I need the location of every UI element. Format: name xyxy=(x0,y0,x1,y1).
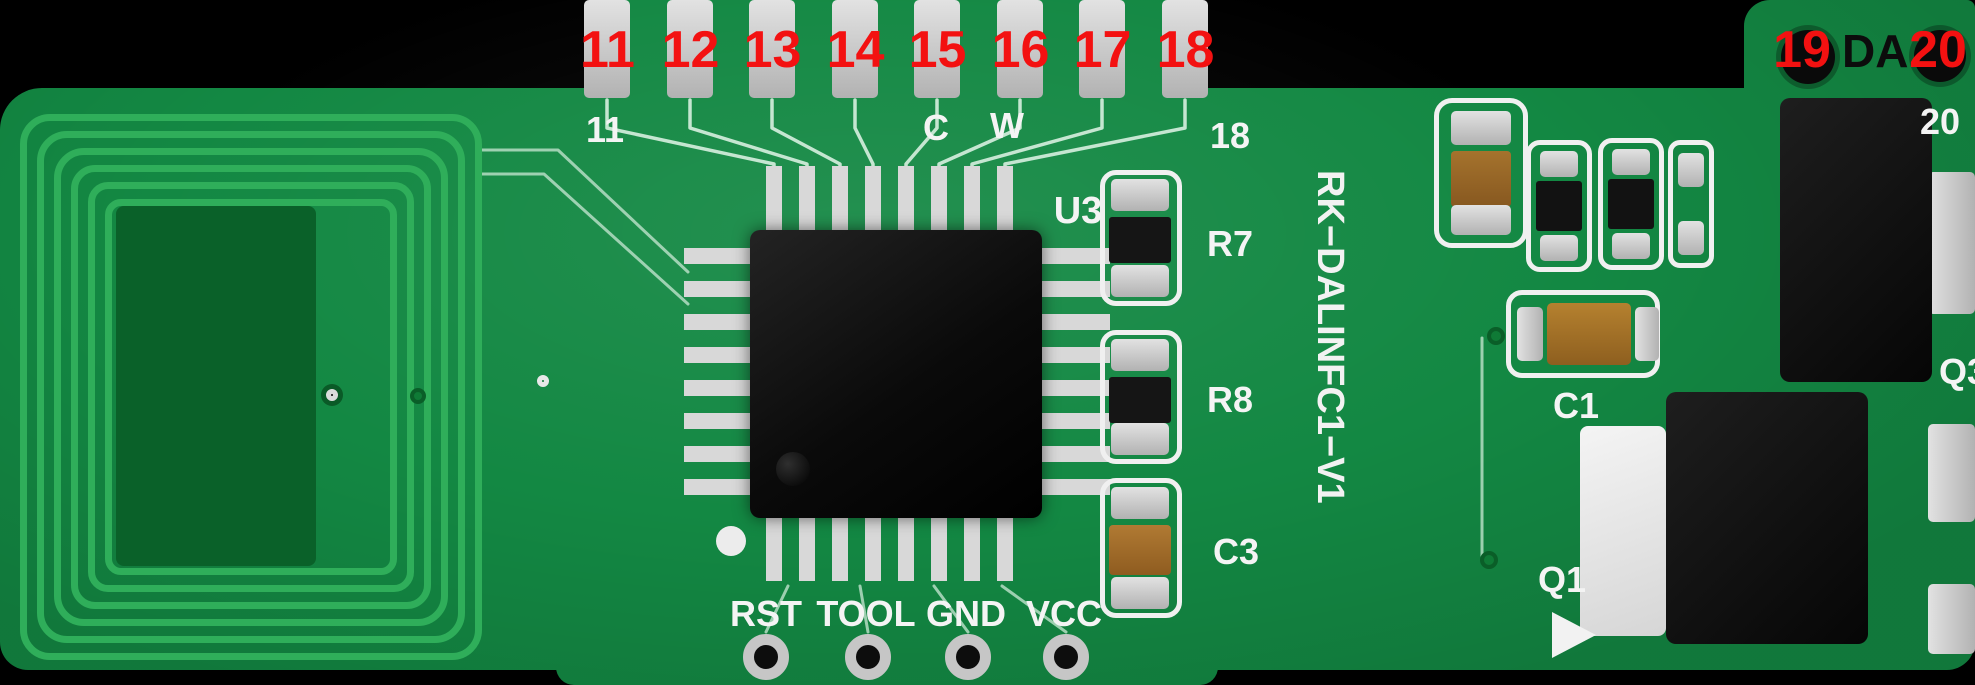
q1-lead-pad xyxy=(1928,424,1975,522)
smd-pad xyxy=(1111,423,1169,455)
smd-pad xyxy=(1111,487,1169,519)
resistor-footprint-c xyxy=(1598,138,1664,270)
smd-pad xyxy=(1635,307,1659,361)
annotation-number-15: 15 xyxy=(908,21,967,79)
annotation-number-19: 19 xyxy=(1773,21,1831,79)
annotation-number-14: 14 xyxy=(826,21,885,79)
smd-pad xyxy=(1540,151,1578,177)
resistor-r8-footprint xyxy=(1100,330,1182,464)
mounting-hole xyxy=(326,389,338,401)
transistor-q3-body xyxy=(1780,98,1932,382)
smd-pad xyxy=(1111,339,1169,371)
silkscreen-pin18: 18 xyxy=(1209,115,1251,156)
silkscreen-u3: U3 xyxy=(1053,190,1103,232)
via-white-ring xyxy=(537,375,549,387)
smd-pad xyxy=(1111,265,1169,297)
edge-pad-16 xyxy=(997,0,1043,98)
resistor-body xyxy=(1608,179,1654,229)
nfc-antenna-coil xyxy=(20,114,482,660)
silkscreen-vcc: VCC xyxy=(1025,593,1102,634)
silkscreen-r7: R7 xyxy=(1206,223,1254,264)
coil-center-pad xyxy=(116,206,316,566)
silkscreen-label-c: C xyxy=(923,107,949,148)
edge-pad-12 xyxy=(667,0,713,98)
pad-hole-rst xyxy=(743,634,789,680)
mcu-pins-left xyxy=(684,248,754,504)
smd-pad xyxy=(1111,179,1169,211)
resistor-footprint-b xyxy=(1526,140,1592,272)
spare-pads-footprint xyxy=(1668,140,1714,268)
orientation-triangle xyxy=(1552,612,1596,658)
silkscreen-pin11: 11 xyxy=(585,109,625,150)
annotation-number-11: 11 xyxy=(580,21,635,79)
resistor-body xyxy=(1109,377,1171,423)
via xyxy=(1487,327,1505,345)
via xyxy=(1480,551,1498,569)
smd-pad xyxy=(1451,205,1511,235)
capacitor-body xyxy=(1547,303,1631,365)
silkscreen-c1: C1 xyxy=(1552,385,1600,426)
coil-turn xyxy=(54,148,448,626)
resistor-body xyxy=(1109,217,1171,263)
pin1-marker-dot xyxy=(776,452,810,486)
coil-turn xyxy=(20,114,482,660)
edge-pad-11 xyxy=(584,0,630,98)
mcu-pins-top xyxy=(766,166,1028,234)
annotation-number-17: 17 xyxy=(1073,21,1132,79)
annotation-number-13: 13 xyxy=(743,21,802,79)
smd-pad xyxy=(1612,233,1650,259)
smd-pad xyxy=(1678,153,1704,187)
edge-pad-18 xyxy=(1162,0,1208,98)
silkscreen-q3: Q3 xyxy=(1938,351,1975,392)
silkscreen-label-w: W xyxy=(990,105,1024,146)
edge-pad-14 xyxy=(832,0,878,98)
coil-turn xyxy=(88,182,414,592)
annotation-number-16: 16 xyxy=(991,21,1050,79)
mcu-pins-bottom xyxy=(766,515,1028,581)
smd-pad xyxy=(1612,149,1650,175)
capacitor-c1-footprint xyxy=(1506,290,1660,378)
smd-pad xyxy=(1678,221,1704,255)
hole-pad-19 xyxy=(1781,30,1835,84)
pad-hole-gnd xyxy=(945,634,991,680)
coil-turn xyxy=(105,199,397,575)
silkscreen-pin20: 20 xyxy=(1919,101,1961,142)
edge-pad-13 xyxy=(749,0,795,98)
capacitor-body xyxy=(1109,525,1171,575)
silkscreen-rst: RST xyxy=(730,593,802,634)
annotation-label-da: DA xyxy=(1842,25,1909,77)
tantalum-cap-footprint xyxy=(1434,98,1528,248)
annotation-number-18: 18 xyxy=(1156,21,1215,79)
edge-pad-15 xyxy=(914,0,960,98)
coil-turn xyxy=(37,131,465,643)
annotation-number-20: 20 xyxy=(1909,21,1967,79)
silkscreen-c3: C3 xyxy=(1212,531,1260,572)
q3-tab-pad xyxy=(1928,172,1975,314)
pad-hole-tool xyxy=(845,634,891,680)
smd-pad xyxy=(1540,235,1578,261)
silkscreen-r8: R8 xyxy=(1206,379,1254,420)
mcu-pins-right xyxy=(1040,248,1110,504)
capacitor-c3-footprint xyxy=(1100,478,1182,618)
silkscreen-q1: Q1 xyxy=(1537,559,1587,600)
capacitor-body xyxy=(1451,151,1511,207)
smd-pad xyxy=(1517,307,1543,361)
coil-turn xyxy=(71,165,431,609)
board-name-vertical: RK−DALINFC1−V1 xyxy=(1309,170,1351,504)
silkscreen-tool: TOOL xyxy=(816,593,916,634)
resistor-r7-footprint xyxy=(1100,170,1182,306)
transistor-q1-body xyxy=(1666,392,1868,644)
q1-tab-pad xyxy=(1580,426,1666,636)
resistor-body xyxy=(1536,181,1582,231)
hole-pad-20 xyxy=(1914,30,1966,82)
pad-hole-vcc xyxy=(1043,634,1089,680)
smd-pad xyxy=(1111,577,1169,609)
silkscreen-gnd: GND xyxy=(926,593,1006,634)
q1-lead-pad xyxy=(1928,584,1975,654)
smd-pad xyxy=(1451,111,1511,145)
edge-pad-17 xyxy=(1079,0,1125,98)
annotation-number-12: 12 xyxy=(661,21,720,79)
via-white xyxy=(716,526,746,556)
via xyxy=(410,388,426,404)
